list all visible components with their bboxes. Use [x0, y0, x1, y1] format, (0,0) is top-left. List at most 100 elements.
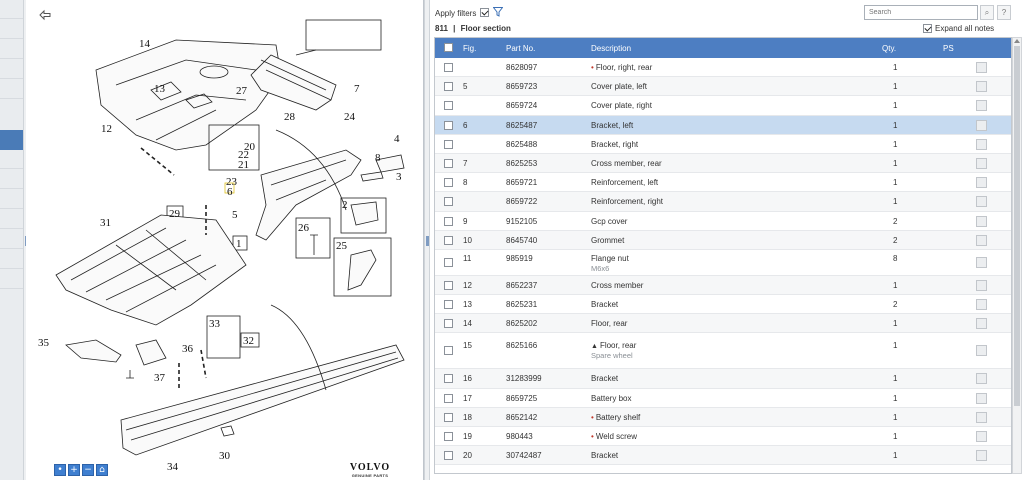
search-icon[interactable]: ⌕: [980, 5, 994, 20]
callout-4[interactable]: 4: [394, 133, 400, 145]
row-checkbox[interactable]: [444, 374, 453, 384]
zoom-home-button[interactable]: ⌂: [96, 464, 108, 476]
main-floor-part[interactable]: [55, 214, 247, 326]
clip-part[interactable]: [220, 425, 235, 437]
row-part-number[interactable]: 31283999: [506, 374, 542, 384]
notes-icon[interactable]: [976, 215, 987, 227]
callout-6[interactable]: 6: [227, 186, 233, 198]
row-part-number[interactable]: 8625488: [506, 139, 538, 149]
row-checkbox[interactable]: [444, 432, 453, 441]
column-header-ps[interactable]: PS: [943, 44, 954, 53]
notes-icon[interactable]: [976, 373, 987, 385]
small-bracket-part[interactable]: [360, 154, 405, 182]
help-icon[interactable]: ?: [997, 5, 1011, 20]
callout-2[interactable]: 2: [342, 199, 348, 211]
notes-icon[interactable]: [976, 392, 987, 404]
notes-icon[interactable]: [976, 279, 987, 291]
callout-29[interactable]: 29: [169, 208, 181, 220]
row-checkbox[interactable]: [444, 412, 453, 422]
highlight-6[interactable]: [224, 182, 235, 194]
row-checkbox[interactable]: [444, 158, 453, 168]
notes-icon[interactable]: [976, 450, 987, 462]
zoom-reset-button[interactable]: •: [54, 464, 66, 476]
callout-26[interactable]: 26: [298, 222, 310, 234]
row-checkbox[interactable]: [444, 120, 453, 130]
notes-icon[interactable]: [976, 157, 987, 169]
center-splitter[interactable]: [424, 0, 430, 480]
callout-27[interactable]: 27: [236, 85, 248, 97]
row-checkbox[interactable]: [444, 257, 453, 267]
callout-23[interactable]: 23: [226, 176, 238, 188]
notes-icon[interactable]: [976, 411, 987, 423]
row-part-number[interactable]: 8652142: [506, 412, 538, 422]
apply-filters-checkbox[interactable]: [480, 8, 489, 17]
callout-30[interactable]: 30: [219, 450, 231, 462]
row-checkbox[interactable]: [444, 280, 453, 290]
notes-icon[interactable]: [976, 196, 987, 208]
row-part-number[interactable]: 9152105: [506, 216, 538, 226]
row-part-number[interactable]: 8625202: [506, 319, 538, 329]
notes-icon[interactable]: [976, 345, 987, 357]
rear-floor-part[interactable]: [95, 39, 282, 151]
row-checkbox[interactable]: [444, 319, 453, 329]
row-part-number[interactable]: 8659723: [506, 82, 538, 92]
column-header-qty[interactable]: Qty.: [882, 44, 897, 53]
notes-icon[interactable]: [976, 138, 987, 150]
row-checkbox[interactable]: [444, 300, 453, 310]
filter-icon[interactable]: [493, 7, 503, 17]
row-part-number[interactable]: 30742487: [506, 451, 542, 461]
splitter-grip[interactable]: [426, 236, 429, 246]
row-checkbox[interactable]: [444, 139, 453, 149]
callout-7[interactable]: 7: [354, 83, 360, 95]
callout-36[interactable]: 36: [182, 343, 194, 355]
callout-3[interactable]: 3: [396, 171, 402, 183]
callout-14[interactable]: 14: [139, 38, 151, 50]
notes-icon[interactable]: [976, 177, 987, 189]
row-part-number[interactable]: 8659725: [506, 393, 538, 403]
select-all-checkbox[interactable]: [444, 43, 453, 52]
row-part-number[interactable]: 8652237: [506, 280, 538, 290]
callout-5[interactable]: 5: [232, 209, 238, 221]
row-checkbox[interactable]: [444, 101, 453, 111]
row-part-number[interactable]: 8645740: [506, 235, 538, 245]
column-header-part-no[interactable]: Part No.: [506, 44, 536, 53]
bracket-part[interactable]: [347, 249, 377, 291]
column-header-description[interactable]: Description: [591, 44, 632, 53]
callout-22[interactable]: 22: [238, 149, 249, 161]
row-checkbox[interactable]: [444, 346, 453, 356]
row-checkbox[interactable]: [444, 178, 453, 188]
row-part-number[interactable]: 8625487: [506, 120, 538, 130]
callout-31[interactable]: 31: [100, 217, 111, 229]
notes-icon[interactable]: [976, 318, 987, 330]
callout-33[interactable]: 33: [209, 318, 221, 330]
reinforcement-part[interactable]: [350, 201, 379, 226]
row-checkbox[interactable]: [444, 197, 453, 207]
notes-icon[interactable]: [976, 62, 987, 73]
notes-icon[interactable]: [976, 256, 987, 268]
row-part-number[interactable]: 8659722: [506, 197, 538, 207]
notes-icon[interactable]: [976, 431, 987, 442]
callout-37[interactable]: 37: [154, 372, 166, 384]
notes-icon[interactable]: [976, 299, 987, 311]
notes-icon[interactable]: [976, 81, 987, 93]
search-input[interactable]: [864, 5, 978, 20]
pin-part[interactable]: [310, 234, 318, 255]
back-arrow-icon[interactable]: [38, 8, 52, 22]
scrollbar-thumb[interactable]: [1014, 46, 1020, 406]
row-part-number[interactable]: 8625253: [506, 158, 538, 168]
callout-21[interactable]: 21: [238, 159, 249, 171]
jack-bracket-part[interactable]: [135, 339, 167, 366]
